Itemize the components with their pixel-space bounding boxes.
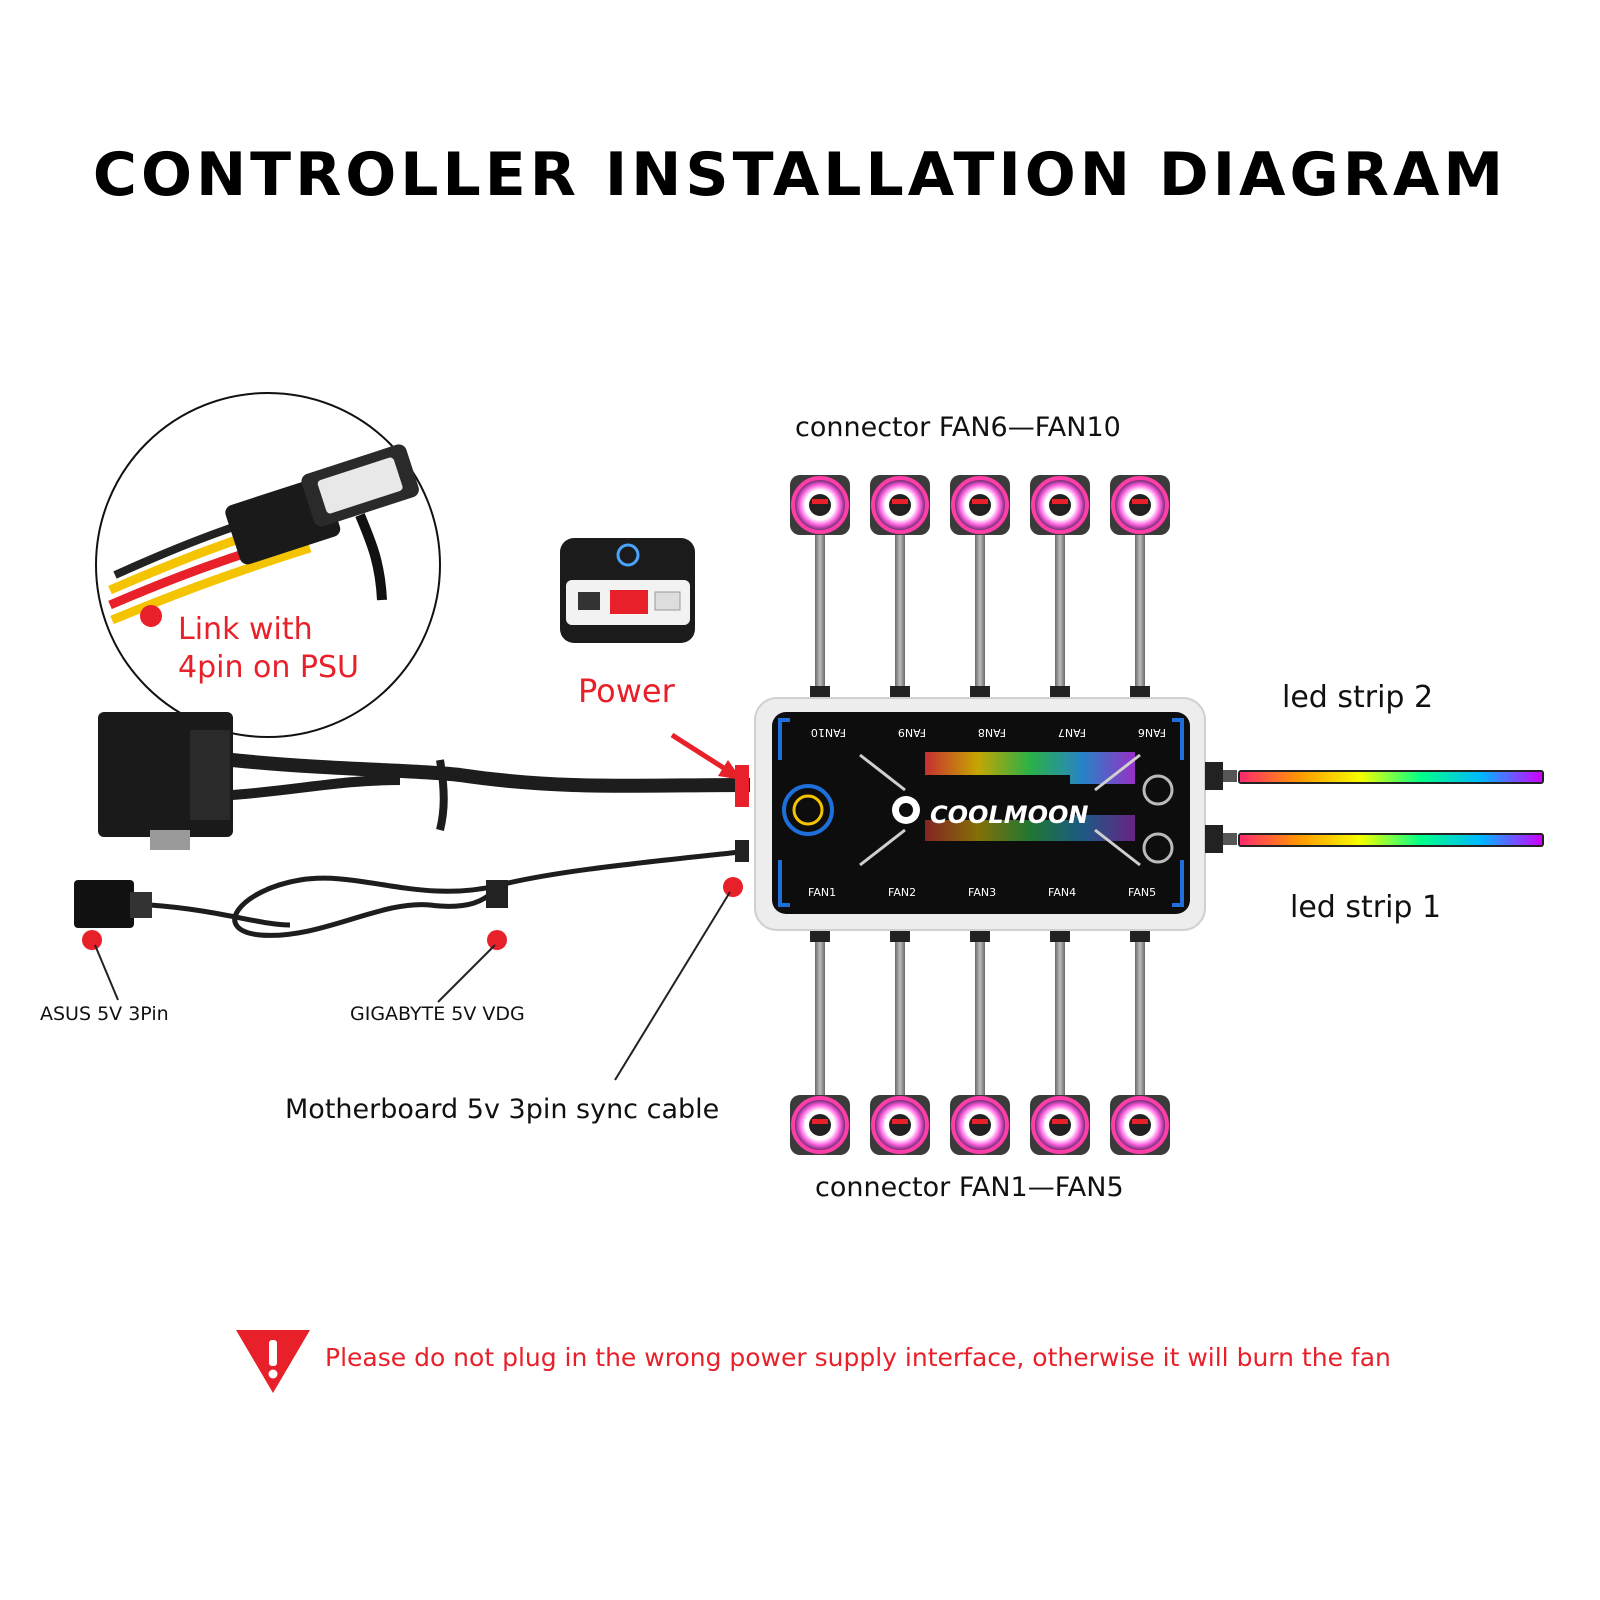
sync-cable	[74, 840, 749, 938]
top-connector-label: connector FAN6—FAN10	[795, 412, 1121, 443]
power-plug-marker	[735, 765, 749, 807]
psu-label-line1: Link with	[178, 612, 313, 647]
port-label: FAN3	[968, 886, 996, 899]
controller-mode-ring-icon	[782, 784, 834, 836]
port-label: FAN8	[978, 726, 1006, 739]
fan-icon	[1030, 475, 1090, 535]
knob-icon	[1142, 832, 1174, 864]
fan-icon	[870, 475, 930, 535]
bottom-port-labels: FAN1 FAN2 FAN3 FAN4 FAN5	[808, 886, 1156, 899]
power-arrow	[670, 732, 742, 780]
port-label: FAN5	[1128, 886, 1156, 899]
top-fans	[790, 475, 1170, 535]
port-label: FAN1	[808, 886, 836, 899]
top-port-labels: FAN10 FAN9 FAN8 FAN7 FAN6	[811, 726, 1166, 739]
port-label: FAN10	[811, 726, 846, 739]
port-label: FAN7	[1058, 726, 1086, 739]
warning-text: Please do not plug in the wrong power su…	[325, 1343, 1391, 1372]
controller-box	[754, 697, 1206, 931]
port-label: FAN2	[888, 886, 916, 899]
led-strip-2-lights	[1240, 772, 1542, 782]
gigabyte-marker-dot	[487, 930, 507, 950]
fan-icon	[1110, 475, 1170, 535]
power-port-inset	[560, 538, 695, 643]
top-fan-cables	[810, 530, 1150, 700]
port-label: FAN4	[1048, 886, 1076, 899]
controller-brand: COOLMOON	[930, 801, 1088, 829]
sync-marker-dot	[723, 877, 743, 897]
led-strip-1-label: led strip 1	[1290, 890, 1442, 925]
gigabyte-label: GIGABYTE 5V VDG	[350, 1003, 525, 1025]
led-strips	[1205, 762, 1544, 853]
warning-triangle-icon	[236, 1330, 310, 1393]
psu-label-line2: 4pin on PSU	[178, 650, 360, 685]
fan-icon	[790, 1095, 850, 1155]
knob-icon	[1142, 774, 1174, 806]
fan-icon	[1030, 1095, 1090, 1155]
psu-marker-dot	[140, 605, 162, 627]
page-title: CONTROLLER INSTALLATION DIAGRAM	[92, 140, 1508, 210]
asus-marker-dot	[82, 930, 102, 950]
port-label: FAN9	[898, 726, 926, 739]
led-strip-2-label: led strip 2	[1282, 680, 1434, 715]
fan-icon	[950, 1095, 1010, 1155]
sync-cable-label: Motherboard 5v 3pin sync cable	[285, 1094, 720, 1125]
power-cable	[231, 753, 751, 793]
molex-connector	[98, 712, 233, 850]
psu-connector-zoom	[95, 392, 441, 738]
fan-icon	[790, 475, 850, 535]
asus-label: ASUS 5V 3Pin	[40, 1003, 169, 1025]
fan-icon	[870, 1095, 930, 1155]
bottom-connector-label: connector FAN1—FAN5	[815, 1172, 1124, 1203]
port-label: FAN6	[1138, 726, 1166, 739]
led-strip-1-lights	[1240, 835, 1542, 845]
bottom-fan-cables	[810, 928, 1150, 1095]
power-label: Power	[578, 672, 675, 710]
fan-icon	[950, 475, 1010, 535]
fan-icon	[1110, 1095, 1170, 1155]
bottom-fans	[790, 1095, 1170, 1155]
